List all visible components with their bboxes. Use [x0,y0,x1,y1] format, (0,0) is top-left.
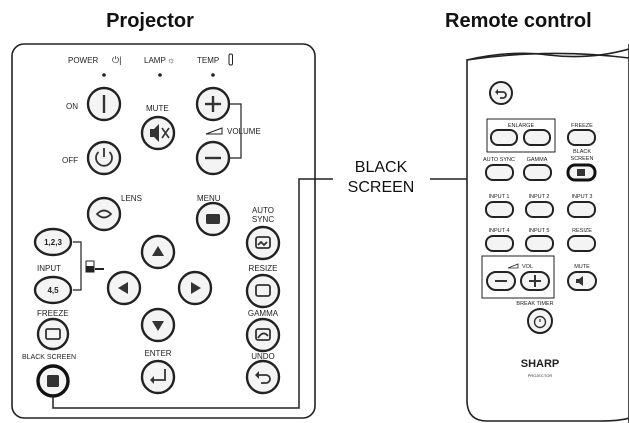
freeze-button[interactable] [36,317,70,351]
remote-vol-up-button[interactable] [520,271,550,291]
svg-text:1,2,3: 1,2,3 [44,238,62,247]
power-indicator-label: POWER [68,56,98,65]
power-off-button[interactable] [86,140,122,176]
off-label: OFF [62,156,78,165]
undo-label: UNDO [251,352,275,361]
gamma-label: GAMMA [248,309,279,318]
remote-top-edge [466,48,629,61]
remote-break-timer-label: BREAK TIMER [516,301,553,307]
volume-down-button[interactable] [195,140,231,176]
remote-input3-label: INPUT 3 [572,194,593,200]
remote-mute-label: MUTE [574,264,590,270]
black-screen-connector [52,178,333,409]
remote-freeze-button[interactable] [567,129,596,146]
volume-wedge-icon [205,127,223,135]
remote-auto-sync-label: AUTO SYNC [483,157,515,163]
vol-frame [481,255,555,299]
remote-break-timer-button[interactable] [527,308,553,334]
up-arrow-button[interactable] [140,234,176,270]
enter-button[interactable] [140,359,176,395]
volume-label: VOLUME [227,127,261,136]
menu-button[interactable] [195,201,231,237]
left-arrow-button[interactable] [106,270,142,306]
auto-sync-label-2: SYNC [252,215,274,224]
enlarge-frame [486,118,556,153]
remote-vol-label: VOL [522,264,533,270]
freeze-label: FREEZE [37,309,69,318]
mute-label: MUTE [146,104,169,113]
enlarge-plus-button[interactable] [523,129,551,146]
power-indicator-led [102,73,106,77]
input-123-button[interactable]: 1,2,3 [33,227,73,257]
lamp-indicator-led [158,73,162,77]
auto-sync-button[interactable] [245,225,281,261]
remote-gamma-label: GAMMA [527,157,548,163]
remote-input5-label: INPUT 5 [529,228,550,234]
mute-button[interactable] [140,115,176,151]
input-label: INPUT [37,264,61,273]
volume-bracket [230,103,242,159]
down-arrow-button[interactable] [140,307,176,343]
remote-enlarge-label: ENLARGE [508,123,535,129]
black-screen-button[interactable] [36,364,70,398]
lamp-icon: ☼ [167,55,175,65]
lamp-indicator-label: LAMP [144,56,166,65]
auto-sync-label: AUTO [252,206,274,215]
remote-resize-button[interactable] [567,235,596,252]
remote-resize-label: RESIZE [572,228,592,234]
remote-mute-button[interactable] [567,271,597,291]
callout-line-2: SCREEN [348,179,415,196]
temp-indicator-led [211,73,215,77]
remote-vol-down-button[interactable] [486,271,516,291]
enlarge-minus-button[interactable] [490,129,518,146]
temp-indicator-label: TEMP [197,56,219,65]
remote-auto-sync-button[interactable] [485,164,514,181]
remote-input4-button[interactable] [485,235,514,252]
remote-gamma-button[interactable] [523,164,552,181]
remote-undo-button[interactable] [489,81,513,105]
black-screen-label: BLACK SCREEN [22,354,76,361]
remote-input1-label: INPUT 1 [489,194,510,200]
enter-label: ENTER [144,349,171,358]
remote-input4-label: INPUT 4 [489,228,510,234]
remote-black-label-2: SCREEN [571,156,594,162]
resize-button[interactable] [245,273,281,309]
menu-label: MENU [197,194,221,203]
remote-model-label: PROJECTOR [528,373,553,378]
volume-up-button[interactable] [195,86,231,122]
remote-brand-logo: SHARP [521,358,560,370]
callout-line-1: BLACK [355,159,408,176]
temp-icon [228,53,233,66]
lens-button[interactable] [86,196,122,232]
input-bracket [73,241,82,291]
resize-label: RESIZE [249,264,278,273]
input-45-button[interactable]: 4,5 [33,275,73,305]
projector-panel [11,43,316,419]
on-label: ON [66,102,78,111]
vol-wedge-icon [507,263,519,269]
power-icon: ⏻| [112,55,121,65]
gamma-button[interactable] [245,317,281,353]
power-on-button[interactable] [86,86,122,122]
undo-button[interactable] [245,359,281,395]
remote-black-label-1: BLACK [573,149,591,155]
svg-text:4,5: 4,5 [47,286,59,295]
remote-input1-button[interactable] [485,201,514,218]
projector-heading: Projector [106,10,194,32]
remote-heading: Remote control [445,10,592,32]
lens-label: LENS [121,194,142,203]
remote-input5-button[interactable] [525,235,554,252]
remote-freeze-label: FREEZE [571,123,593,129]
right-arrow-button[interactable] [177,270,213,306]
remote-input3-button[interactable] [567,201,596,218]
remote-input2-label: INPUT 2 [529,194,550,200]
remote-input2-button[interactable] [525,201,554,218]
